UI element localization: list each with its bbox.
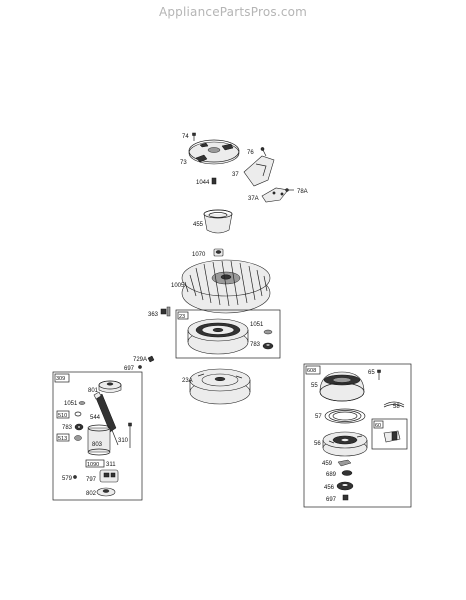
part-783-gear-a[interactable] bbox=[262, 342, 274, 350]
label-65: 65 bbox=[368, 370, 375, 376]
part-57-spring[interactable] bbox=[324, 408, 366, 424]
label-801: 801 bbox=[88, 388, 99, 394]
part-689-spring[interactable] bbox=[341, 470, 353, 476]
label-1090: 1090 bbox=[87, 462, 99, 468]
box-513 bbox=[56, 433, 70, 442]
box-60 bbox=[371, 418, 408, 450]
label-803: 803 bbox=[92, 442, 103, 448]
part-510-ring[interactable] bbox=[74, 411, 82, 417]
label-729a: 729A bbox=[133, 357, 147, 363]
part-797-brush-plate[interactable] bbox=[99, 469, 119, 483]
label-55: 55 bbox=[311, 383, 318, 389]
part-803-housing[interactable] bbox=[87, 424, 111, 456]
label-74: 74 bbox=[182, 134, 189, 140]
part-459-dog[interactable] bbox=[337, 459, 352, 467]
label-797: 797 bbox=[86, 477, 97, 483]
part-455-cup[interactable] bbox=[203, 209, 233, 234]
label-697a: 697 bbox=[124, 366, 135, 372]
label-579: 579 bbox=[62, 476, 73, 482]
label-783a: 783 bbox=[250, 342, 261, 348]
label-78a: 78A bbox=[297, 189, 308, 195]
label-544: 544 bbox=[90, 415, 101, 421]
label-697b: 697 bbox=[326, 497, 337, 503]
part-65-screw[interactable] bbox=[377, 369, 381, 380]
label-56: 56 bbox=[314, 441, 321, 447]
label-1051b: 1051 bbox=[64, 401, 78, 407]
label-60: 60 bbox=[375, 423, 381, 429]
label-1005: 1005 bbox=[171, 283, 185, 289]
part-23a-flywheel[interactable] bbox=[189, 368, 251, 405]
label-23: 23 bbox=[179, 314, 185, 320]
label-802: 802 bbox=[86, 491, 97, 497]
label-57: 57 bbox=[315, 414, 322, 420]
box-510 bbox=[56, 410, 70, 419]
box-23 bbox=[175, 309, 281, 359]
part-513-cap[interactable] bbox=[74, 435, 82, 441]
part-23-flywheel[interactable] bbox=[187, 318, 249, 355]
part-55-starter-housing[interactable] bbox=[319, 371, 365, 402]
label-510: 510 bbox=[58, 413, 67, 419]
part-1051-washer-b[interactable] bbox=[78, 401, 86, 405]
box-1090 bbox=[85, 459, 105, 468]
part-56-pulley[interactable] bbox=[322, 431, 368, 457]
part-1005-flywheel[interactable] bbox=[181, 259, 271, 314]
label-310: 310 bbox=[118, 438, 129, 444]
part-58-rope-guide[interactable] bbox=[383, 401, 405, 408]
part-1051-washer-a[interactable] bbox=[263, 329, 273, 335]
part-697-screw-b[interactable] bbox=[342, 494, 349, 501]
label-37a: 37A bbox=[248, 196, 259, 202]
part-801-end-cap[interactable] bbox=[98, 380, 122, 393]
label-1070: 1070 bbox=[192, 252, 206, 258]
part-579[interactable] bbox=[73, 475, 77, 479]
part-456-retainer[interactable] bbox=[336, 481, 354, 491]
part-544-armature[interactable] bbox=[93, 391, 119, 446]
label-513: 513 bbox=[58, 436, 67, 442]
part-1044-clip[interactable] bbox=[211, 177, 217, 185]
label-455: 455 bbox=[193, 222, 204, 228]
part-37a-bracket[interactable] bbox=[261, 187, 289, 203]
part-363-key[interactable] bbox=[160, 306, 171, 317]
label-689: 689 bbox=[326, 472, 337, 478]
part-73-cover[interactable] bbox=[188, 139, 240, 165]
label-311: 311 bbox=[106, 462, 116, 468]
label-23a: 23A bbox=[182, 378, 193, 384]
box-309 bbox=[52, 371, 143, 501]
label-37: 37 bbox=[232, 172, 239, 178]
part-1070-nut[interactable] bbox=[213, 248, 224, 257]
part-729a[interactable] bbox=[147, 355, 155, 363]
part-310-bolt[interactable] bbox=[128, 422, 132, 448]
label-783b: 783 bbox=[62, 425, 73, 431]
label-1044: 1044 bbox=[196, 180, 210, 186]
label-608: 608 bbox=[307, 368, 316, 374]
label-73: 73 bbox=[180, 160, 187, 166]
part-76-screw[interactable] bbox=[260, 147, 267, 157]
label-456: 456 bbox=[324, 485, 335, 491]
part-78a-screw[interactable] bbox=[285, 188, 295, 192]
label-1051a: 1051 bbox=[250, 322, 264, 328]
box-608 bbox=[303, 363, 412, 508]
site-watermark: AppliancePartsPros.com bbox=[158, 5, 308, 19]
label-309: 309 bbox=[56, 376, 65, 382]
part-802-end-plate[interactable] bbox=[96, 487, 116, 497]
part-783-gear-b[interactable] bbox=[74, 423, 84, 431]
part-74-screw[interactable] bbox=[192, 132, 196, 141]
part-697-screw-a[interactable] bbox=[138, 365, 142, 369]
label-459: 459 bbox=[322, 461, 333, 467]
label-58: 58 bbox=[393, 404, 400, 410]
part-37-bracket[interactable] bbox=[243, 155, 275, 187]
label-363: 363 bbox=[148, 312, 159, 318]
part-60-handle[interactable] bbox=[383, 430, 401, 443]
label-76: 76 bbox=[247, 150, 254, 156]
